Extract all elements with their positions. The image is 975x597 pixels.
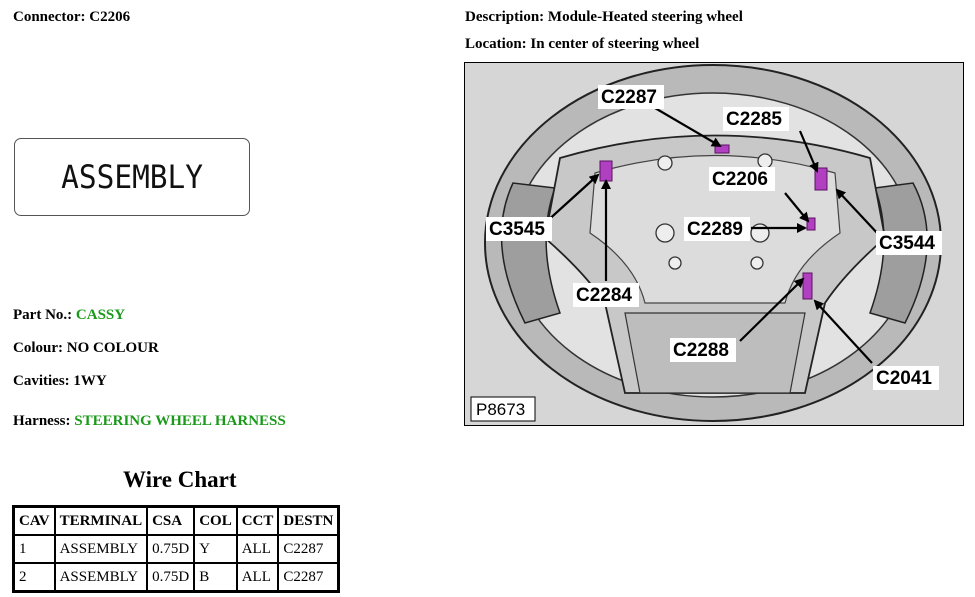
cavities-label: Cavities: (13, 373, 70, 389)
figure-id: P8673 (476, 400, 525, 419)
table-row: 1 ASSEMBLY 0.75D Y ALL C2287 (12, 534, 340, 564)
colour-label: Colour: (13, 340, 63, 356)
colour-value: NO COLOUR (66, 340, 159, 356)
header-terminal: TERMINAL (53, 505, 149, 536)
steering-wheel-diagram: P8673 C2287 C2285 C2206 C3545 C2289 C3 (464, 62, 964, 426)
harness-line: Harness: STEERING WHEEL HARNESS (13, 413, 286, 430)
header-csa: CSA (146, 505, 196, 536)
colour-line: Colour: NO COLOUR (13, 340, 159, 357)
location-line: Location: In center of steering wheel (465, 36, 699, 53)
header-destn: DESTN (277, 505, 340, 536)
harness-label: Harness: (13, 413, 71, 429)
cell-csa: 0.75D (146, 562, 196, 593)
header-cct: CCT (235, 505, 280, 536)
part-no-link[interactable]: CASSY (75, 307, 126, 323)
cell-destn: C2287 (277, 562, 340, 593)
connector-face-image: ASSEMBLY (14, 138, 250, 216)
connector-value: C2206 (89, 9, 131, 25)
callout-c3544: C3544 (879, 233, 935, 254)
callout-c2288: C2288 (673, 340, 729, 361)
header-cav: CAV (12, 505, 56, 536)
cell-cct: ALL (235, 562, 280, 593)
cavities-value: 1WY (73, 373, 107, 389)
callout-c2284: C2284 (576, 285, 632, 306)
callout-c2287: C2287 (601, 87, 657, 108)
cell-terminal: ASSEMBLY (53, 562, 149, 593)
connector-label: Connector: (13, 9, 86, 25)
location-label: Location: (465, 36, 527, 52)
header-col: COL (193, 505, 238, 536)
part-no-line: Part No.: CASSY (13, 307, 125, 324)
assembly-image-text: ASSEMBLY (61, 158, 203, 196)
cavities-line: Cavities: 1WY (13, 373, 107, 390)
table-row: 2 ASSEMBLY 0.75D B ALL C2287 (12, 562, 340, 593)
cell-destn: C2287 (277, 534, 340, 564)
callout-c3545: C3545 (489, 219, 545, 240)
callout-c2285: C2285 (726, 109, 782, 130)
cell-csa: 0.75D (146, 534, 196, 564)
description-value: Module-Heated steering wheel (547, 9, 743, 25)
callout-c2289: C2289 (687, 219, 743, 240)
description-line: Description: Module-Heated steering whee… (465, 9, 743, 26)
connector-line: Connector: C2206 (13, 9, 130, 26)
callout-c2206: C2206 (712, 169, 768, 190)
description-label: Description: (465, 9, 545, 25)
cell-col: B (193, 562, 238, 593)
wire-chart-header-row: CAV TERMINAL CSA COL CCT DESTN (12, 505, 340, 536)
steering-wheel-illustration: P8673 C2287 C2285 C2206 C3545 C2289 C3 (465, 63, 963, 425)
callout-c2041: C2041 (876, 368, 932, 389)
wire-chart-table: CAV TERMINAL CSA COL CCT DESTN 1 ASSEMBL… (12, 505, 341, 593)
harness-link[interactable]: STEERING WHEEL HARNESS (74, 413, 286, 429)
part-no-label: Part No.: (13, 307, 73, 323)
location-value: In center of steering wheel (530, 36, 700, 52)
cell-col: Y (193, 534, 238, 564)
cell-cct: ALL (235, 534, 280, 564)
cell-terminal: ASSEMBLY (53, 534, 149, 564)
wire-chart-title: Wire Chart (123, 467, 237, 492)
cell-cav: 2 (12, 562, 56, 593)
cell-cav: 1 (12, 534, 56, 564)
